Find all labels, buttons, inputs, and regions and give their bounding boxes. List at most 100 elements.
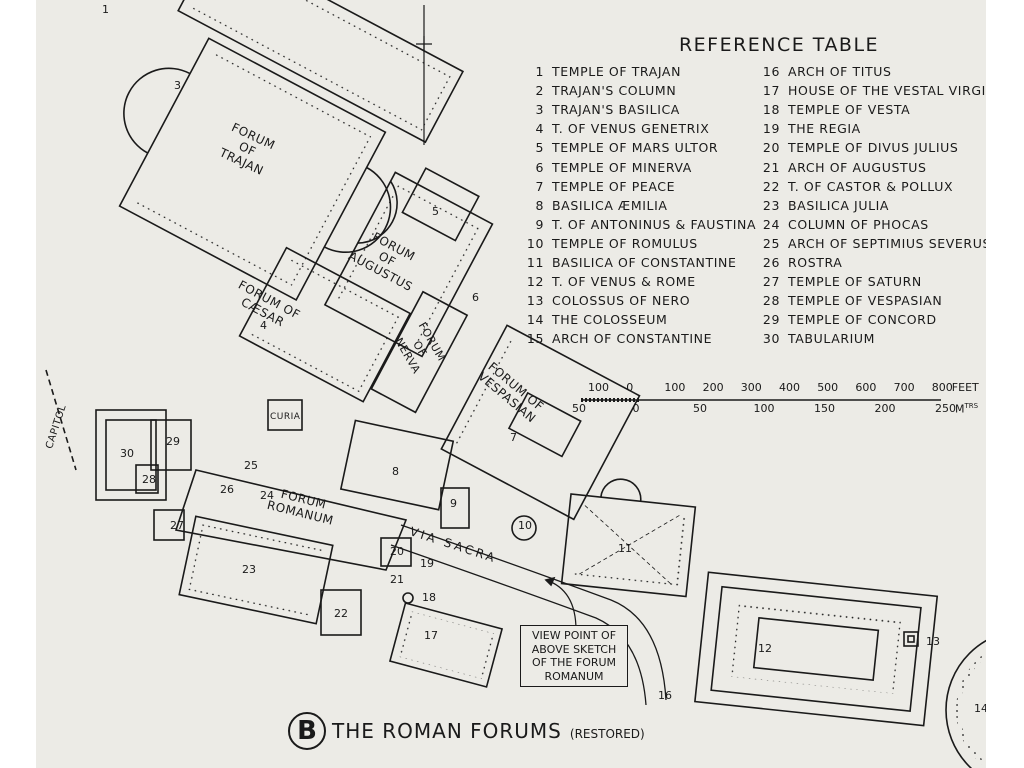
reference-number: 3: [535, 102, 544, 118]
reference-table-row: 24 COLUMN OF PHOCAS: [758, 215, 986, 234]
reference-table-row: 2 TRAJAN'S COLUMN: [522, 81, 756, 100]
reference-name: TEMPLE OF SATURN: [788, 274, 922, 290]
reference-number: 17: [762, 83, 780, 99]
reference-number: 26: [762, 254, 780, 270]
map-number: 28: [142, 473, 156, 486]
scale-meter-tick: 50: [693, 402, 707, 415]
map-number: 9: [450, 497, 457, 510]
reference-name: TEMPLE OF TRAJAN: [552, 64, 682, 80]
reference-number: 25: [762, 235, 780, 251]
reference-name: TEMPLE OF VESTA: [788, 102, 911, 118]
reference-number: 24: [762, 216, 780, 232]
map-title: B THE ROMAN FORUMS (RESTORED): [288, 712, 645, 750]
map-number: 4: [260, 319, 267, 332]
reference-name: ROSTRA: [788, 254, 843, 270]
reference-name: BASILICA ÆMILIA: [552, 197, 668, 213]
reference-number: 15: [526, 331, 544, 347]
scale-feet-tick: 700: [893, 381, 915, 394]
map-number: 19: [420, 557, 434, 570]
scale-meter-tick: 150: [814, 402, 835, 415]
reference-number: 29: [762, 312, 780, 328]
scale-meter-unit-sup: TRS: [964, 402, 979, 410]
reference-number: 12: [526, 274, 544, 290]
map-number: 1: [102, 3, 109, 16]
reference-number: 8: [535, 197, 544, 213]
map-number: 8: [392, 465, 399, 478]
reference-table-row: 17 HOUSE OF THE VESTAL VIRGINS: [758, 81, 986, 100]
reference-name: THE COLOSSEUM: [552, 312, 668, 328]
reference-number: 10: [526, 235, 544, 251]
reference-number: 18: [762, 102, 780, 118]
scale-feet-tick: 800: [931, 381, 953, 394]
scale-feet-tick: 600: [855, 381, 877, 394]
scale-meter-tick: 200: [874, 402, 896, 415]
scale-meter-tick: 250: [935, 402, 956, 415]
reference-table-row: 26 ROSTRA: [758, 253, 986, 272]
title-main: THE ROMAN FORUMS: [332, 719, 562, 743]
scale-meter-tick: 50: [572, 402, 586, 415]
reference-name: TEMPLE OF PEACE: [552, 178, 676, 194]
reference-name: BASILICA JULIA: [788, 197, 890, 213]
map-number: 14: [974, 702, 986, 715]
reference-number: 13: [526, 293, 544, 309]
reference-name: TEMPLE OF CONCORD: [788, 312, 937, 328]
map-number: 30: [120, 447, 134, 460]
reference-name: HOUSE OF THE VESTAL VIRGINS: [788, 83, 986, 99]
scale-feet-unit: FEET: [951, 381, 979, 394]
scale-meter-unit-text: M: [955, 402, 965, 416]
reference-name: TRAJAN'S COLUMN: [552, 83, 677, 99]
scale-feet-tick: 200: [702, 381, 724, 394]
map-number: 10: [518, 519, 532, 532]
scale-feet-tick: 500: [817, 381, 839, 394]
reference-number: 9: [535, 216, 544, 232]
map-number: 7: [510, 431, 517, 444]
reference-table-row: 29 TEMPLE OF CONCORD: [758, 310, 986, 329]
map-number: 25: [244, 459, 258, 472]
reference-name: COLUMN OF PHOCAS: [788, 216, 929, 232]
reference-table-row: 18 TEMPLE OF VESTA: [758, 100, 986, 119]
map-number: 22: [334, 607, 348, 620]
reference-number: 28: [762, 293, 780, 309]
map-number: 17: [424, 629, 438, 642]
scale-meter-unit: MTRS: [955, 402, 978, 416]
map-number: 16: [658, 689, 672, 702]
map-number: 21: [390, 573, 404, 586]
map-number: 12: [758, 642, 772, 655]
scale-feet-tick: 100: [664, 381, 686, 394]
map-number: 11: [618, 542, 632, 555]
map-number: 6: [472, 291, 479, 304]
map-number: 3: [174, 79, 181, 92]
map-number: 24: [260, 489, 274, 502]
reference-number: 20: [762, 140, 780, 156]
view-point-note: VIEW POINT OF ABOVE SKETCH OF THE FORUM …: [520, 625, 628, 687]
reference-number: 23: [762, 197, 780, 213]
scale-feet-tick: 400: [779, 381, 800, 394]
reference-table-title: REFERENCE TABLE: [678, 34, 880, 56]
map-number: 29: [166, 435, 180, 448]
map-number: 26: [220, 483, 234, 496]
reference-number: 5: [535, 140, 544, 156]
label-curia: CURIA: [270, 412, 301, 422]
reference-number: 6: [535, 159, 544, 175]
reference-number: 30: [762, 331, 780, 347]
reference-table-row: 8 BASILICA ÆMILIA: [522, 196, 756, 215]
reference-number: 2: [535, 83, 544, 99]
map-number: 18: [422, 591, 436, 604]
title-sub: (RESTORED): [569, 727, 645, 741]
